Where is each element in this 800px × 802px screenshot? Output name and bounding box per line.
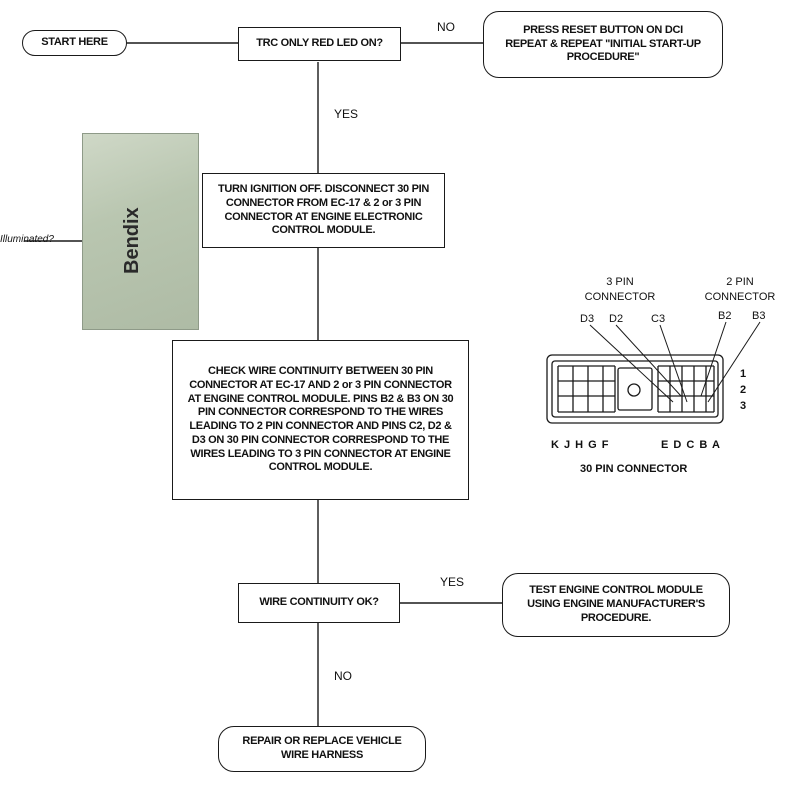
disconnect-step: TURN IGNITION OFF. DISCONNECT 30 PIN CON… bbox=[202, 173, 445, 248]
pin-d2: D2 bbox=[609, 313, 624, 325]
reset-step: PRESS RESET BUTTON ON DCI REPEAT & REPEA… bbox=[483, 11, 723, 78]
continuity-check-step: CHECK WIRE CONTINUITY BETWEEN 30 PIN CON… bbox=[172, 340, 469, 500]
connector-body bbox=[546, 354, 724, 424]
pin-d3: D3 bbox=[580, 313, 595, 325]
columns-right-label: E D C B A bbox=[661, 439, 721, 451]
row-1-label: 1 bbox=[740, 368, 747, 380]
start-node: START HERE bbox=[22, 30, 127, 56]
pin-leaders bbox=[589, 321, 761, 403]
label-no-2: NO bbox=[334, 669, 352, 683]
decision-continuity: WIRE CONTINUITY OK? bbox=[238, 583, 400, 623]
label-no-1: NO bbox=[437, 20, 455, 34]
bendix-logo: Bendix bbox=[121, 207, 143, 274]
label-yes-2: YES bbox=[440, 575, 465, 589]
test-ecm-step: TEST ENGINE CONTROL MODULE USING ENGINE … bbox=[502, 573, 730, 637]
decision-trc-led: TRC ONLY RED LED ON? bbox=[238, 27, 401, 61]
pin-b2: B2 bbox=[718, 310, 732, 322]
row-2-label: 2 bbox=[740, 384, 747, 396]
label-yes-1: YES bbox=[334, 107, 359, 121]
connector-caption: 30 PIN CONNECTOR bbox=[580, 463, 688, 475]
three-pin-connector-label: 3 PIN CONNECTOR bbox=[584, 276, 656, 303]
illuminated-callout: Illuminated? bbox=[0, 234, 54, 245]
two-pin-connector-label: 2 PIN CONNECTOR bbox=[704, 276, 776, 303]
repair-step: REPAIR OR REPLACE VEHICLE WIRE HARNESS bbox=[218, 726, 426, 772]
pin-b3: B3 bbox=[752, 310, 766, 322]
row-3-label: 3 bbox=[740, 400, 747, 412]
dci-module-photo: Bendix bbox=[82, 133, 199, 330]
columns-left-label: K J H G F bbox=[551, 439, 610, 451]
pin-c3: C3 bbox=[651, 313, 666, 325]
